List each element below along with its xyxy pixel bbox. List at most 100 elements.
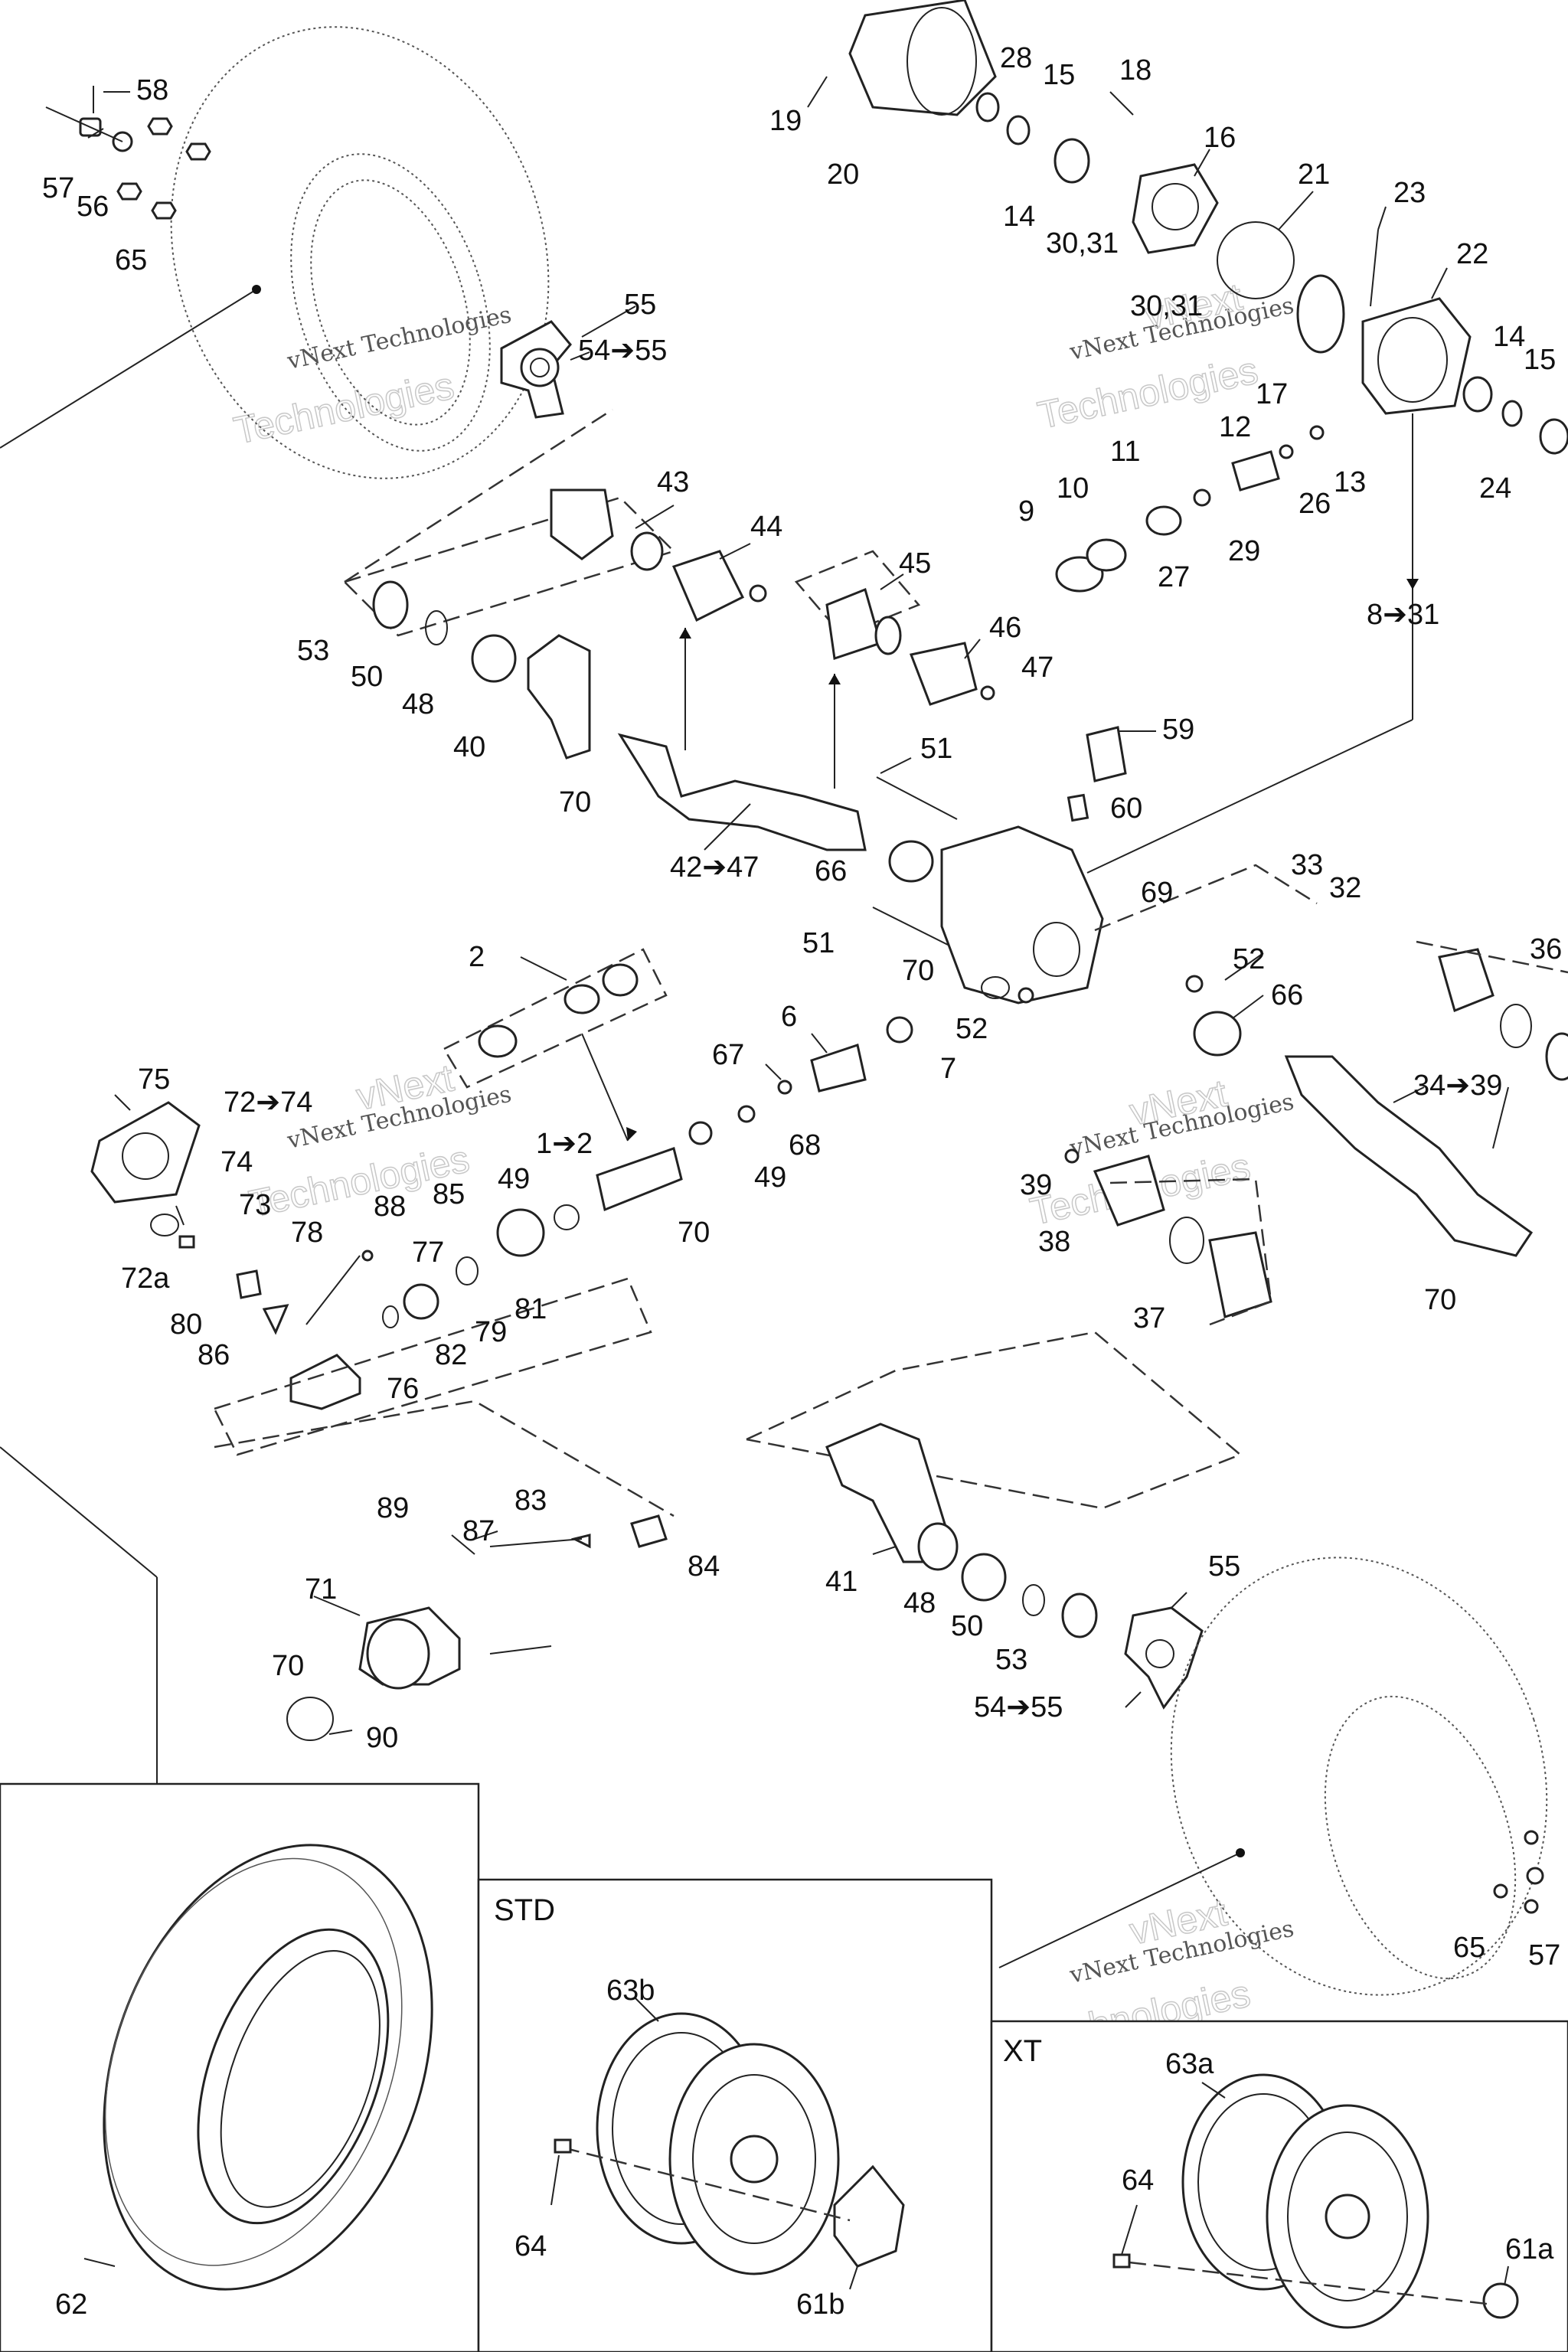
yoke-2a (478, 1024, 518, 1058)
callout-label: 44 (750, 511, 782, 543)
circlip-47 (980, 685, 995, 701)
callout-label: 43 (657, 466, 689, 498)
callout-label: 49 (754, 1161, 786, 1194)
drive-shaft-34 (1284, 1055, 1534, 1257)
right-front-axle-group (1064, 940, 1568, 1326)
left-gear-group (90, 1101, 652, 1456)
callout-label: 2 (469, 941, 485, 973)
std-rim-panel: STD (477, 1878, 993, 2352)
callout-label: 72a (121, 1263, 170, 1295)
callout-label: 70 (902, 955, 934, 987)
callout-label: 13 (1334, 466, 1366, 498)
bolt-51b (872, 906, 950, 946)
cv-joint-43 (550, 488, 614, 560)
tire-62-panel (0, 1782, 480, 2352)
callout-label: 54➔55 (578, 335, 667, 367)
callout-label: 60 (1110, 792, 1142, 825)
callout-label: 21 (1298, 158, 1330, 191)
watermark-text: vNext Technologies (284, 302, 514, 375)
tire-outline (170, 26, 550, 479)
callout-label: 47 (1021, 652, 1054, 684)
callout-label: 82 (435, 1339, 467, 1371)
callout-label: 55 (1208, 1550, 1240, 1583)
callout-label: 41 (825, 1566, 858, 1598)
seal-85 (496, 1208, 545, 1257)
callout-label: 16 (1204, 122, 1236, 154)
bearing-48 (471, 634, 517, 683)
cap-61b (833, 2164, 905, 2268)
pin-77 (361, 1250, 374, 1262)
callout-label: 77 (412, 1236, 444, 1269)
callout-label: 76 (387, 1373, 419, 1405)
callout-label: 15 (1524, 344, 1556, 376)
callout-label: 30,31 (1130, 290, 1203, 322)
callout-label: 49 (498, 1163, 530, 1195)
clamp-37 (1169, 1217, 1204, 1264)
fork-80 (236, 1269, 262, 1299)
ring-82 (382, 1305, 399, 1328)
seal-53b (1061, 1592, 1098, 1638)
callout-label: 61a (1505, 2233, 1554, 2265)
callout-label: 32 (1329, 872, 1361, 904)
boot-kit-outline-2 (794, 550, 921, 637)
rod-78 (305, 1255, 361, 1325)
o-ring-21 (1217, 221, 1295, 299)
circlip-39 (1064, 1148, 1080, 1164)
callout-label: 70 (559, 786, 591, 818)
callout-label: 52 (1233, 943, 1265, 975)
wheel-nuts (45, 86, 211, 220)
callout-label: 40 (453, 731, 485, 763)
callout-label: 68 (789, 1129, 821, 1161)
front-left-tire-assembly (0, 26, 572, 479)
ring-7 (886, 1016, 913, 1044)
hub-to-axle (344, 408, 613, 583)
callout-label: 51 (920, 733, 952, 765)
bushing-84 (630, 1514, 668, 1548)
callout-label: 86 (198, 1339, 230, 1371)
callout-label: 7 (940, 1053, 956, 1085)
callout-label: 63a (1165, 2048, 1214, 2080)
watermark-outline-text: Technologies (230, 364, 458, 452)
knuckle-40 (527, 634, 591, 760)
callout-label: 6 (781, 1001, 797, 1033)
callout-label: 75 (138, 1063, 170, 1096)
valve-64b (1112, 2253, 1131, 2269)
callout-label: 39 (1020, 1169, 1052, 1201)
callout-label: 88 (374, 1191, 406, 1223)
lower-right-group (746, 1331, 1548, 1996)
callout-label: 53 (995, 1644, 1027, 1676)
housing-72 (90, 1101, 201, 1204)
callout-label: 66 (815, 855, 847, 887)
nut-52a (1185, 975, 1204, 993)
callout-label: 57 (1528, 1939, 1560, 1971)
callout-label: 10 (1057, 472, 1089, 505)
callout-labels: 58 57 56 65 55 54➔55 19 20 28 15 18 16 1… (42, 42, 1562, 2321)
callout-label: 29 (1228, 535, 1260, 567)
callout-label: 54➔55 (974, 1691, 1063, 1723)
callout-label: 8➔31 (1367, 599, 1439, 631)
callout-label: 1➔2 (536, 1128, 593, 1160)
bearing-48b (961, 1553, 1007, 1602)
seal-66a (888, 840, 934, 883)
front-differential-group (872, 726, 1318, 1057)
clamp-45 (874, 616, 902, 655)
seal-28 (975, 92, 1000, 122)
callout-label: 51 (802, 927, 835, 959)
callout-label: 70 (272, 1650, 304, 1682)
circlip-50 (425, 610, 448, 645)
callout-label: 84 (688, 1550, 720, 1583)
pin-23 (1370, 229, 1379, 307)
fitting-83 (570, 1534, 591, 1549)
seal-large (1296, 274, 1345, 354)
callout-label: 18 (1119, 54, 1152, 87)
callout-label: 48 (903, 1587, 936, 1619)
diff-housing-cover (848, 0, 997, 116)
section-std-label: STD (494, 1893, 555, 1927)
callout-label: 78 (291, 1217, 323, 1249)
bearing-14b (1462, 376, 1493, 413)
callout-label: 12 (1219, 411, 1251, 443)
callout-label: 48 (402, 688, 434, 720)
pinion-shaft (1055, 425, 1325, 593)
clamp-43 (630, 531, 664, 571)
callout-label: 57 (42, 172, 74, 204)
